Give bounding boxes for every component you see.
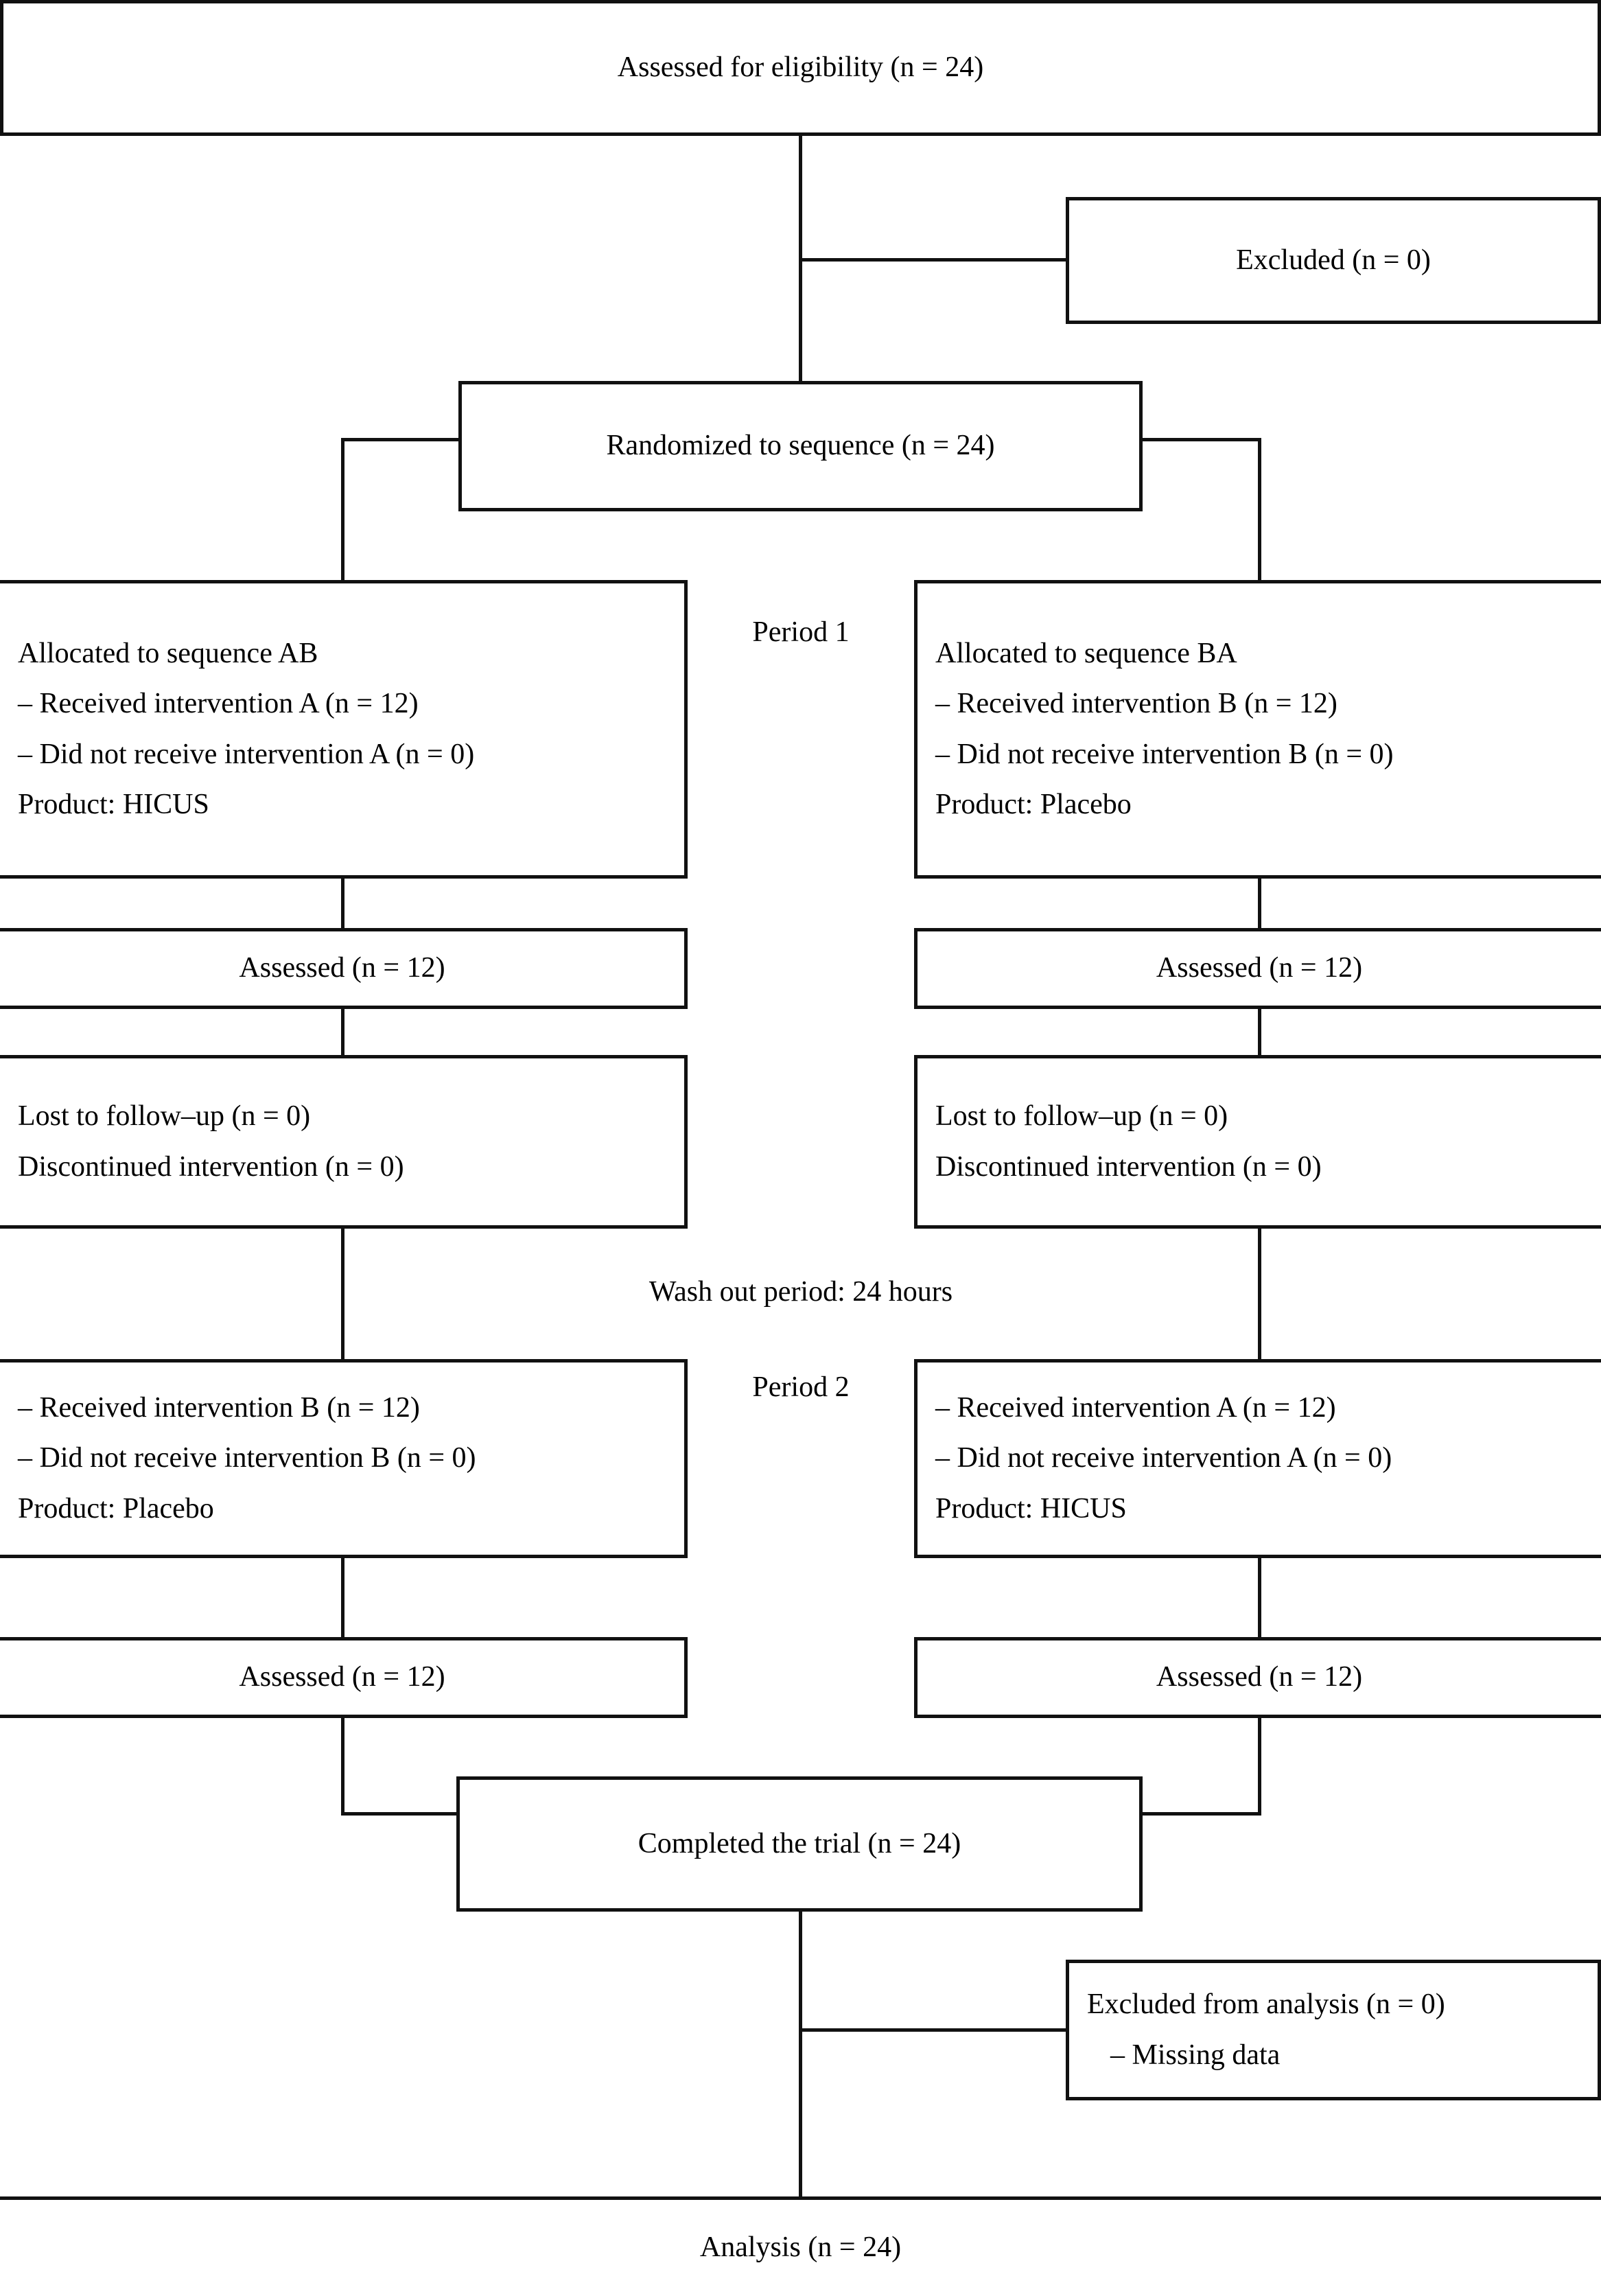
alloc-ba-line-3: – Did not receive intervention B (n = 0) (935, 738, 1394, 770)
assessed-p1-right-text: Assessed (n = 12) (1156, 952, 1363, 984)
box-followup-period1-right: Lost to follow–up (n = 0) Discontinued i… (914, 1055, 1601, 1229)
followup-p1-right-line-2: Discontinued intervention (n = 0) (935, 1150, 1322, 1183)
connector-followup-p1-to-period2-left (341, 1225, 344, 1359)
alloc-ab-line-3: – Did not receive intervention A (n = 0) (18, 738, 475, 770)
connector-period2-to-assessed-p2-right (1258, 1558, 1261, 1640)
completed-text: Completed the trial (n = 24) (638, 1827, 961, 1859)
connector-followup-p1-to-period2-right (1258, 1225, 1261, 1359)
box-allocated-sequence-ab: Allocated to sequence AB – Received inte… (0, 580, 688, 879)
label-period-1: Period 1 (752, 616, 850, 648)
excluded-analysis-line-2: – Missing data (1110, 2039, 1281, 2071)
connector-randomized-right-vertical (1258, 438, 1261, 583)
box-randomized-to-sequence: Randomized to sequence (n = 24) (458, 381, 1143, 511)
assessed-p2-right-text: Assessed (n = 12) (1156, 1661, 1363, 1693)
connector-completed-to-excluded-analysis (799, 2028, 1069, 2032)
box-allocated-sequence-ba: Allocated to sequence BA – Received inte… (914, 580, 1601, 879)
excluded-analysis-line-1: Excluded from analysis (n = 0) (1087, 1988, 1445, 2021)
connector-assessed-p2-right-down (1258, 1716, 1261, 1816)
period2-left-line-2: – Did not receive intervention B (n = 0) (18, 1442, 476, 1474)
connector-assessed-p2-left-down (341, 1716, 344, 1816)
box-followup-period1-left: Lost to follow–up (n = 0) Discontinued i… (0, 1055, 688, 1229)
connector-assessed-p1-to-followup-p1-left (341, 1006, 344, 1058)
connector-alloc-ba-to-assessed-p1-right (1258, 875, 1261, 931)
connector-eligibility-to-excluded (799, 258, 1069, 262)
connector-assessed-p2-left-into-completed (341, 1812, 463, 1816)
period2-left-line-3: Product: Placebo (18, 1492, 214, 1524)
connector-period2-to-assessed-p2-left (341, 1558, 344, 1640)
alloc-ba-line-1: Allocated to sequence BA (935, 638, 1237, 670)
analysis-text: Analysis (n = 24) (699, 2231, 902, 2264)
box-excluded: Excluded (n = 0) (1066, 197, 1601, 324)
box-assessed-period1-left: Assessed (n = 12) (0, 928, 688, 1009)
assessed-p2-left-text: Assessed (n = 12) (239, 1661, 445, 1693)
connector-completed-to-analysis (799, 1908, 802, 2198)
box-assessed-for-eligibility: Assessed for eligibility (n = 24) (0, 0, 1601, 136)
box-assessed-period1-right: Assessed (n = 12) (914, 928, 1601, 1009)
alloc-ba-line-4: Product: Placebo (935, 788, 1132, 820)
connector-alloc-ab-to-assessed-p1 (341, 875, 344, 931)
alloc-ab-line-2: – Received intervention A (n = 12) (18, 688, 419, 720)
connector-assessed-p1-to-followup-p1-right (1258, 1006, 1261, 1058)
connector-randomized-right-horizontal (1139, 438, 1261, 441)
period2-right-line-2: – Did not receive intervention A (n = 0) (935, 1442, 1392, 1474)
period2-right-line-3: Product: HICUS (935, 1492, 1127, 1524)
label-wash-out-period: Wash out period: 24 hours (648, 1276, 953, 1308)
alloc-ab-line-1: Allocated to sequence AB (18, 638, 318, 670)
label-period-2: Period 2 (752, 1371, 850, 1403)
connector-assessed-p2-right-into-completed (1137, 1812, 1261, 1816)
connector-randomized-left-vertical (341, 438, 344, 583)
excluded-text: Excluded (n = 0) (1236, 244, 1431, 276)
followup-p1-right-line-1: Lost to follow–up (n = 0) (935, 1100, 1228, 1133)
box-period2-right: – Received intervention A (n = 12) – Did… (914, 1359, 1601, 1558)
box-completed-the-trial: Completed the trial (n = 24) (456, 1776, 1143, 1912)
box-excluded-from-analysis: Excluded from analysis (n = 0) – Missing… (1066, 1960, 1601, 2100)
alloc-ba-line-2: – Received intervention B (n = 12) (935, 688, 1337, 720)
box-assessed-period2-left: Assessed (n = 12) (0, 1637, 688, 1718)
period2-left-line-1: – Received intervention B (n = 12) (18, 1392, 420, 1424)
period2-right-line-1: – Received intervention A (n = 12) (935, 1392, 1336, 1424)
eligibility-text: Assessed for eligibility (n = 24) (617, 51, 984, 84)
alloc-ab-line-4: Product: HICUS (18, 788, 209, 820)
followup-p1-left-line-1: Lost to follow–up (n = 0) (18, 1100, 311, 1133)
randomized-text: Randomized to sequence (n = 24) (606, 430, 995, 462)
box-period2-left: – Received intervention B (n = 12) – Did… (0, 1359, 688, 1558)
box-analysis: Analysis (n = 24) (0, 2196, 1601, 2296)
box-assessed-period2-right: Assessed (n = 12) (914, 1637, 1601, 1718)
connector-randomized-left-horizontal (341, 438, 462, 441)
followup-p1-left-line-2: Discontinued intervention (n = 0) (18, 1150, 404, 1183)
assessed-p1-left-text: Assessed (n = 12) (239, 952, 445, 984)
